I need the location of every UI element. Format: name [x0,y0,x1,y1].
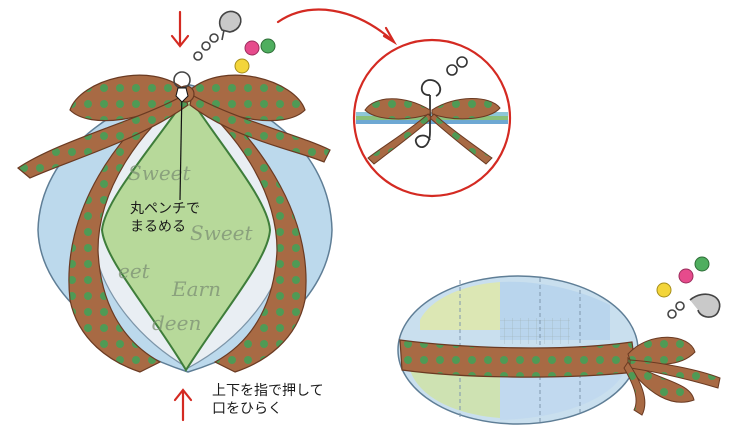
pliers-line-1: 丸ペンチで [130,201,200,217]
script-word: Sweet [190,221,253,245]
pliers-line-2: まるめる [130,219,186,235]
press-line-1: 上下を指で押して [212,383,324,399]
script-word: Earn [171,277,221,301]
pouch-egg [397,275,721,425]
beads-icon [656,256,710,298]
pouch-main: Sweet Sweet eet Earn deen [16,74,333,373]
script-word: Sweet [128,161,191,185]
leader-line [179,87,183,201]
beads-icon [234,38,276,74]
press-line-2: 口をひらく [212,401,282,417]
detail-magnifier [352,38,512,198]
down-arrow-icon [170,10,190,48]
pliers-instruction: 丸ペンチで まるめる [130,200,200,236]
script-word: deen [152,311,201,335]
keychain-clasp-icon [667,293,721,319]
keychain-clasp-icon [173,10,242,89]
script-word: eet [118,259,151,283]
press-instruction: 上下を指で押して 口をひらく [212,382,324,418]
curved-arrow-icon [276,8,394,42]
up-arrow-icon [173,388,193,422]
